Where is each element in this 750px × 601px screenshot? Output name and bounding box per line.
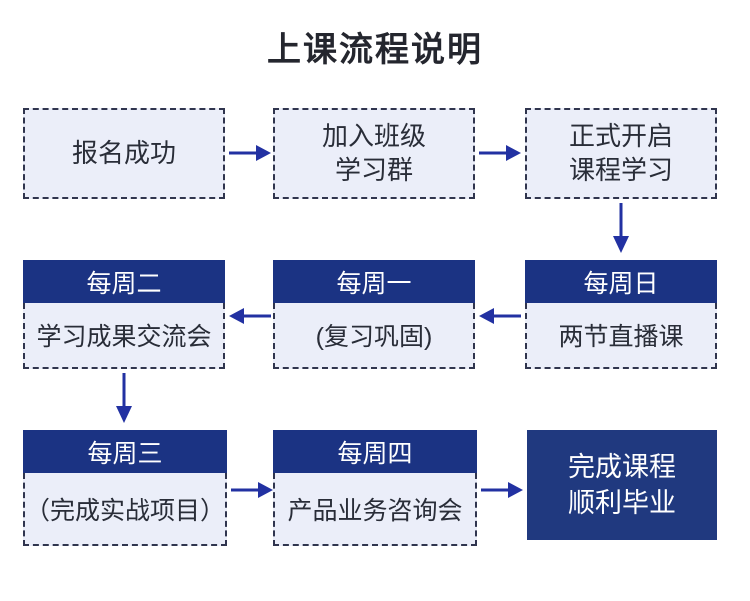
page-title: 上课流程说明 [267,31,483,69]
step-signup: 报名成功 [23,108,225,199]
step-label-line2: 课程学习 [568,154,673,185]
step-tuesday: 每周二 学习成果交流会 [23,260,225,369]
arrow-right-signup-to-join [229,144,271,162]
arrow-down-start-to-sunday [612,203,630,253]
step-graduate: 完成课程 顺利毕业 [527,430,717,540]
step-header: 每周日 [525,260,717,303]
step-start-course: 正式开启 课程学习 [525,108,717,199]
arrow-down-tuesday-to-wednesday [115,373,133,423]
arrow-right-thursday-to-graduate [481,481,523,499]
step-join-group: 加入班级 学习群 [273,108,475,199]
step-body: 两节直播课 [525,303,717,369]
step-header: 每周四 [273,430,477,473]
step-label-line1: 加入班级 [321,120,426,151]
arrow-right-join-to-start [479,144,521,162]
step-header: 每周二 [23,260,225,303]
step-body: （完成实战项目） [23,473,227,546]
step-label-line1: 完成课程 [568,451,676,482]
step-header: 每周一 [273,260,475,303]
step-label: 报名成功 [71,137,176,168]
step-label-line1: 正式开启 [568,120,673,151]
step-body: (复习巩固) [273,303,475,369]
step-body: 产品业务咨询会 [273,473,477,546]
step-sunday: 每周日 两节直播课 [525,260,717,369]
step-wednesday: 每周三 （完成实战项目） [23,430,227,546]
step-header: 每周三 [23,430,227,473]
step-body: 学习成果交流会 [23,303,225,369]
step-label-line2: 顺利毕业 [568,488,676,518]
step-monday: 每周一 (复习巩固) [273,260,475,369]
arrow-right-wednesday-to-thursday [231,481,273,499]
step-thursday: 每周四 产品业务咨询会 [273,430,477,546]
arrow-left-sunday-to-monday [479,307,521,325]
arrow-left-monday-to-tuesday [229,307,271,325]
step-label-line2: 学习群 [334,154,413,185]
